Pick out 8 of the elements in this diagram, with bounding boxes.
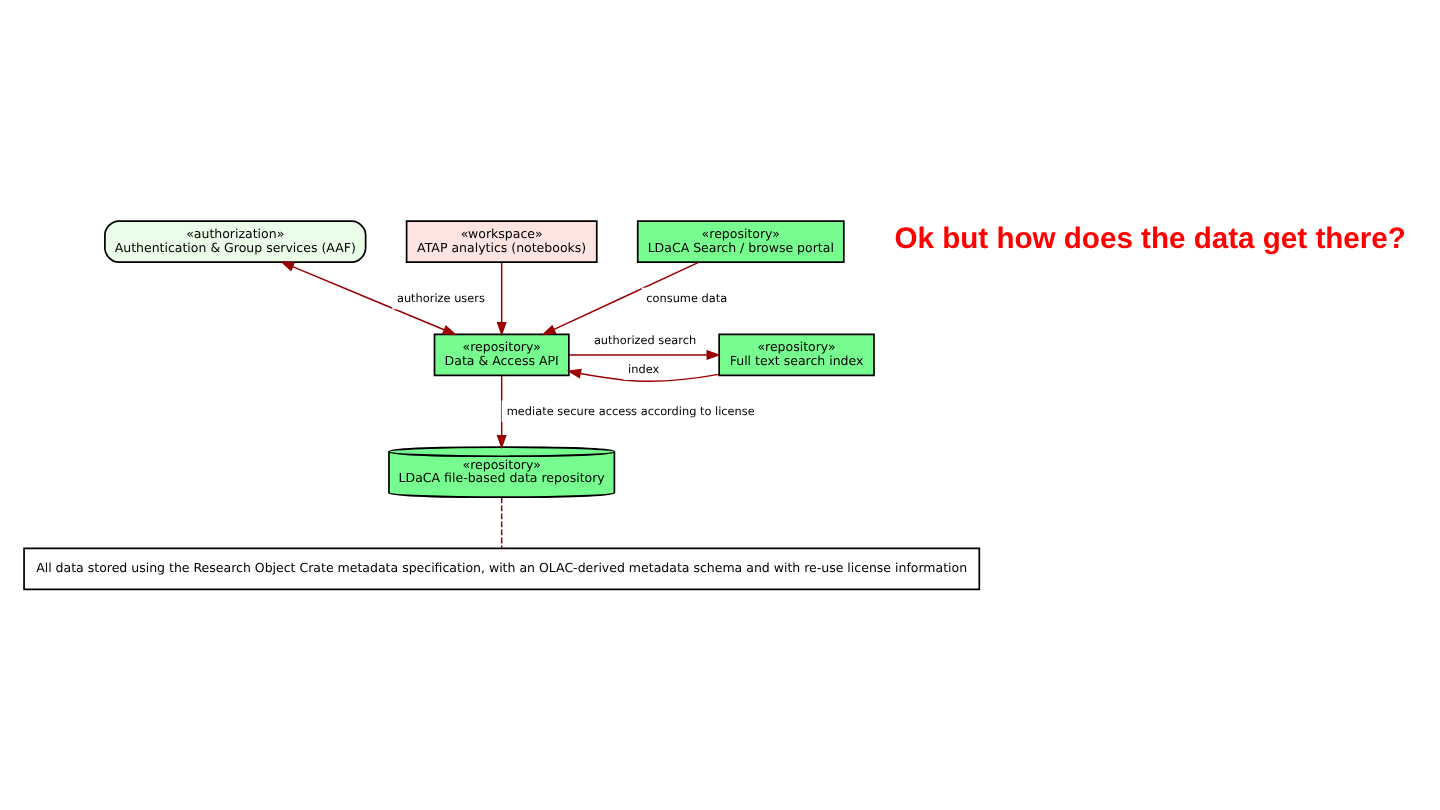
arrow xyxy=(568,349,721,360)
connector xyxy=(500,496,503,550)
arrow xyxy=(566,368,720,382)
arrow xyxy=(496,374,507,450)
arrow xyxy=(496,261,507,337)
arrow xyxy=(279,261,458,336)
arrow xyxy=(541,261,700,336)
label: Ok but how does the data get there? xyxy=(894,223,1406,256)
